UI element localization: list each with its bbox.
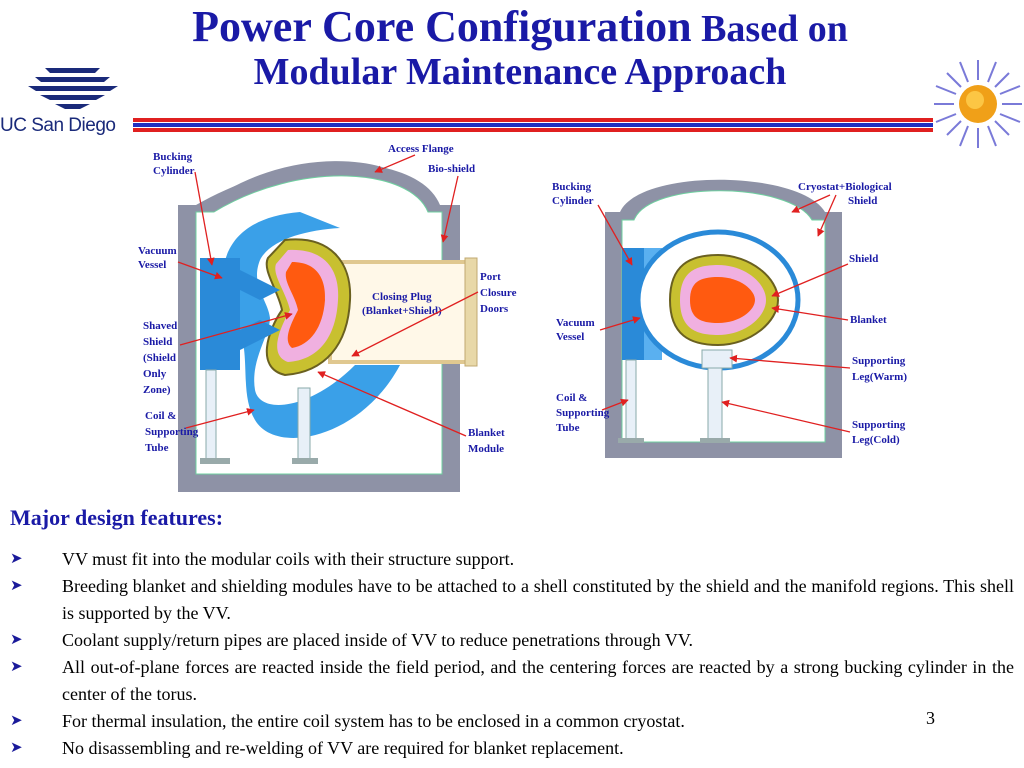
- left-bucking-label-2: Cylinder: [153, 165, 195, 177]
- feature-list: ➤VV must fit into the modular coils with…: [10, 546, 1014, 762]
- closing-plug-label-2: (Blanket+Shield): [362, 305, 442, 317]
- right-bucking-label-2: Cylinder: [552, 195, 594, 207]
- list-item: ➤Breeding blanket and shielding modules …: [10, 573, 1014, 627]
- right-coil-label-3: Tube: [556, 422, 580, 434]
- title-line1-tail: Based on: [691, 8, 848, 50]
- port-closure-label-2: Closure: [480, 287, 517, 299]
- left-labels: Bucking Cylinder Access Flange Bio-shiel…: [138, 143, 517, 455]
- left-coil-label-1: Coil &: [145, 410, 176, 422]
- blanket-module-label-1: Blanket: [468, 427, 505, 439]
- ucsd-logo-text: UC San Diego: [0, 115, 116, 136]
- cryostat-label-2: Shield: [848, 195, 877, 207]
- arrow-bullet-icon: ➤: [10, 740, 23, 756]
- port-closure-label-3: Doors: [480, 303, 509, 315]
- closing-plug-label-1: Closing Plug: [372, 291, 432, 303]
- port-closure-label-1: Port: [480, 271, 501, 283]
- shaved-shield-label-1: Shaved: [143, 320, 177, 332]
- shield-label: Shield: [849, 253, 878, 265]
- left-coil-label-2: Supporting: [145, 426, 199, 438]
- right-vv-label-2: Vessel: [556, 331, 584, 343]
- arrow-bullet-icon: ➤: [10, 578, 23, 594]
- blanket-module-label-2: Module: [468, 443, 504, 455]
- arrow-bullet-icon: ➤: [10, 632, 23, 648]
- arrow-bullet-icon: ➤: [10, 551, 23, 567]
- support-cold-label-1: Supporting: [852, 419, 906, 431]
- left-vv-label-1: Vacuum: [138, 245, 177, 257]
- title-line1-main: Power Core Configuration: [192, 2, 692, 51]
- left-diagram: [178, 161, 478, 492]
- shaved-shield-label-5: Zone): [143, 384, 171, 396]
- list-item: ➤All out-of-plane forces are reacted ins…: [10, 654, 1014, 708]
- right-labels: Bucking Cylinder Cryostat+Biological Shi…: [552, 181, 907, 446]
- right-diagram: [605, 179, 842, 458]
- title-line2: Modular Maintenance Approach: [253, 51, 787, 94]
- list-item: ➤VV must fit into the modular coils with…: [10, 546, 1014, 573]
- title-rule-red-2: [133, 128, 933, 132]
- cryostat-label-1: Cryostat+Biological: [798, 181, 892, 193]
- arrow-bullet-icon: ➤: [10, 659, 23, 675]
- right-coil-label-2: Supporting: [556, 407, 610, 419]
- shaved-shield-label-2: Shield: [143, 336, 172, 348]
- right-coil-label-1: Coil &: [556, 392, 587, 404]
- list-item: ➤For thermal insulation, the entire coil…: [10, 708, 1014, 735]
- slide-title: Power Core Configuration Based on Modula…: [130, 2, 910, 94]
- section-title: Major design features:: [10, 505, 224, 530]
- right-vv-label-1: Vacuum: [556, 317, 595, 329]
- right-arrows: [597, 194, 851, 433]
- left-bucking-label-1: Bucking: [153, 151, 193, 163]
- shaved-shield-label-3: (Shield: [143, 352, 176, 364]
- page-number: 3: [926, 708, 935, 728]
- shaved-shield-label-4: Only: [143, 368, 167, 380]
- support-cold-label-2: Leg(Cold): [852, 434, 900, 446]
- bio-shield-label: Bio-shield: [428, 163, 475, 175]
- left-arrows: [177, 154, 479, 437]
- support-warm-label-2: Leg(Warm): [852, 371, 907, 383]
- left-vv-label-2: Vessel: [138, 259, 166, 271]
- support-warm-label-1: Supporting: [852, 355, 906, 367]
- ucsd-logo-icon: [28, 68, 118, 109]
- access-flange-label: Access Flange: [388, 143, 454, 155]
- left-coil-label-3: Tube: [145, 442, 169, 454]
- list-item: ➤No disassembling and re-welding of VV a…: [10, 735, 1014, 762]
- list-item: ➤Coolant supply/return pipes are placed …: [10, 627, 1014, 654]
- arrow-bullet-icon: ➤: [10, 713, 23, 729]
- title-rule-red: [133, 118, 933, 122]
- right-bucking-label-1: Bucking: [552, 181, 592, 193]
- sun-icon: [934, 60, 1022, 148]
- blanket-label: Blanket: [850, 314, 887, 326]
- title-rule-blue: [133, 123, 933, 127]
